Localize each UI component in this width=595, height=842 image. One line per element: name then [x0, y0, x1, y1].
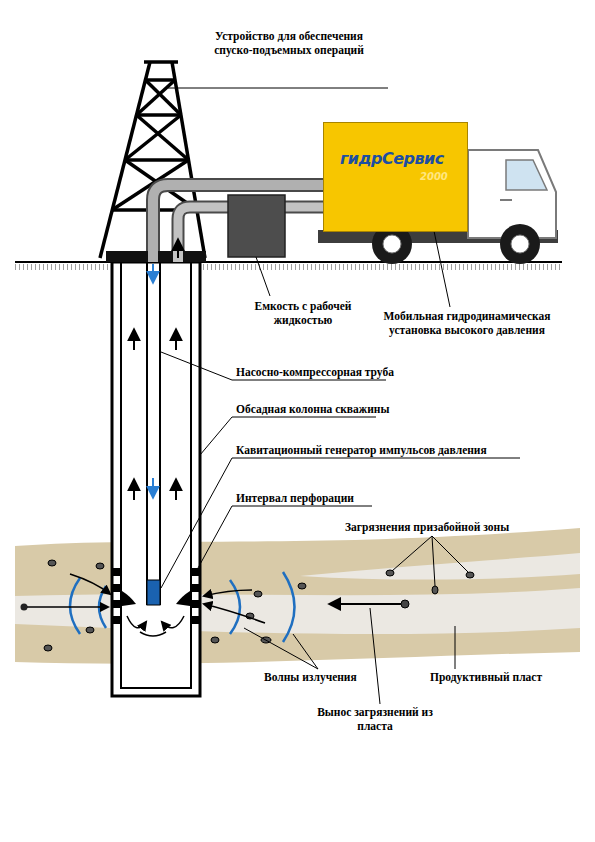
particle — [401, 600, 409, 608]
supply-pipe — [153, 185, 323, 262]
particle — [44, 645, 52, 651]
particle — [432, 586, 438, 594]
callout-label: Продуктивный пласт — [430, 670, 542, 684]
callout-label: Обсадная колонна скважины — [236, 402, 389, 416]
inflow-arrow — [204, 590, 252, 596]
ground-hatch — [15, 264, 562, 270]
particle — [254, 591, 262, 597]
truck-cab — [468, 150, 556, 238]
particle — [211, 637, 219, 643]
leader-line — [256, 257, 270, 296]
door-handle — [500, 199, 512, 201]
callout-label: Емкость с рабочей жидкостью — [242, 299, 364, 327]
casing-inner — [121, 262, 191, 688]
callout-label: Устройство для обеспечения спуско-подъем… — [200, 29, 378, 57]
leader-line — [392, 536, 432, 571]
wave-arc — [70, 578, 80, 634]
derrick-brace — [137, 115, 189, 160]
flow-arrow — [133, 480, 135, 500]
wheel-hub — [383, 235, 401, 253]
particle — [298, 583, 306, 589]
callout-label: Загрязнения призабойной зоны — [345, 520, 509, 534]
perforation — [111, 584, 122, 592]
particle — [21, 604, 28, 611]
flow-arrow — [175, 480, 177, 500]
leader-line — [168, 88, 388, 89]
truck-body: гидрСервис 2000 — [323, 122, 468, 232]
particle — [48, 560, 56, 566]
rock-layer — [15, 528, 580, 664]
callout-label: Кавитационный генератор импульсов давлен… — [236, 443, 487, 457]
truck-wheel — [500, 224, 540, 264]
inflow-head — [122, 591, 136, 606]
flow-arrow — [177, 240, 179, 258]
perforation — [190, 616, 201, 624]
perforations — [111, 568, 201, 624]
flow-arrow — [175, 330, 177, 350]
flow-arrow — [152, 478, 154, 497]
perforation — [190, 584, 201, 592]
callout-label: Волны излучения — [264, 670, 357, 684]
leader-line — [244, 628, 318, 669]
derrick-brace — [145, 78, 175, 82]
derrick-crown — [144, 60, 178, 64]
inflow-arrow — [70, 574, 110, 594]
leader-line — [455, 626, 456, 669]
derrick-brace — [125, 158, 189, 162]
perforation — [190, 568, 201, 576]
logo-text: гидрСервис — [340, 149, 444, 168]
perforation — [190, 600, 201, 608]
leader-line — [432, 536, 435, 586]
inflow-head — [176, 591, 190, 606]
derrick-brace — [125, 115, 181, 160]
callout-label: Вынос загрязнений из пласта — [305, 705, 445, 733]
inflow-arrow — [204, 604, 265, 623]
light-streak — [300, 553, 580, 580]
wheel-hub — [511, 235, 529, 253]
flow-arrow — [127, 616, 146, 628]
casing-outer — [112, 262, 200, 696]
wave-arc — [283, 572, 295, 642]
perforation — [111, 568, 122, 576]
flow-arrow — [152, 264, 154, 282]
truck-window — [506, 160, 547, 190]
perforation — [111, 616, 122, 624]
fluid-tank — [228, 195, 285, 257]
particle — [86, 627, 94, 633]
wellhead — [106, 251, 206, 262]
leader-line — [370, 608, 380, 704]
tubing-wall — [159, 262, 161, 605]
callout-label: Насосно-компрессорная труба — [236, 365, 394, 379]
callout-label: Интервал перфорации — [236, 491, 354, 505]
inflow-arrow — [27, 606, 108, 608]
flow-arrow — [133, 330, 135, 350]
tubing-wall — [146, 262, 148, 605]
particles — [44, 560, 474, 651]
supply-pipe — [153, 185, 323, 262]
flow-swirl — [140, 632, 166, 636]
inflow-arrow — [330, 603, 401, 605]
derrick-brace — [145, 80, 181, 115]
derrick-brace — [137, 113, 182, 117]
ground-line — [15, 261, 562, 263]
leader-line — [432, 536, 468, 572]
particle — [466, 572, 474, 578]
particle — [96, 563, 104, 569]
wave-arc — [230, 580, 240, 634]
cavitation-generator — [147, 580, 160, 605]
leader-line — [293, 634, 318, 669]
leaders — [161, 88, 520, 704]
wellhead-passage — [148, 251, 158, 262]
perforation — [111, 600, 122, 608]
leader-line — [161, 458, 520, 588]
leader-line — [198, 506, 372, 568]
logo-year: 2000 — [420, 171, 448, 182]
callout-label: Мобильная гидродинамическая установка вы… — [368, 309, 566, 337]
flow-arrow — [162, 616, 184, 628]
derrick-brace — [137, 80, 176, 115]
